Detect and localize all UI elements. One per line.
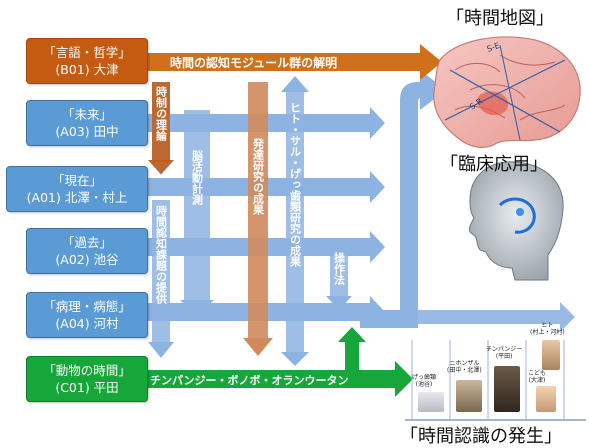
team-pathology[interactable]: 「病理・病態」 (A04) 河村 <box>26 292 148 338</box>
team-id: (A03) 田中 <box>55 124 119 139</box>
thumb-chimp <box>494 366 520 412</box>
label-manipulation: 操作法 <box>333 251 346 286</box>
label-child: こども(大津) <box>528 370 547 384</box>
team-name: 「病理・病態」 <box>43 299 131 314</box>
title-clinical: 「臨床応用」 <box>440 154 548 175</box>
team-id: (A04) 河村 <box>55 316 119 331</box>
team-name: 「過去」 <box>61 235 112 250</box>
label-tense-theory: 時制の理論 <box>155 85 168 142</box>
team-name: 「現在」 <box>51 173 102 188</box>
title-development: 「時間認識の発生」 <box>400 426 562 447</box>
svg-text:S-E: S-E <box>486 41 501 54</box>
vertical-bar-manipulation <box>330 248 348 296</box>
thumb-human <box>542 340 560 370</box>
thumb-child <box>536 386 556 412</box>
vertical-bar-development <box>248 82 268 340</box>
label-top-arrow: 時間の認知モジュール群の解明 <box>170 55 337 70</box>
label-brain-activity: 脳活動計測 <box>191 150 204 206</box>
team-future[interactable]: 「未来」 (A03) 田中 <box>26 100 148 146</box>
label-macaque: ニホンザル(田中・北澤) <box>447 360 482 374</box>
label-chimp: チンパンジー(平田) <box>486 346 523 360</box>
vertical-bar-species <box>286 90 304 352</box>
team-id: (A01) 北澤・村上 <box>26 190 128 205</box>
team-id: (C01) 平田 <box>55 380 119 395</box>
label-development-results: 発達研究の成果 <box>252 137 266 216</box>
label-task-provision: 時間認知課題の提供 <box>155 204 169 305</box>
title-time-map: 「時間地図」 <box>446 8 554 29</box>
vertical-bar-task <box>152 200 170 345</box>
team-id: (B01) 大津 <box>55 62 119 77</box>
team-id: (A02) 池谷 <box>55 252 119 267</box>
team-animal-time[interactable]: 「動物の時間」 (C01) 平田 <box>26 356 148 402</box>
vertical-bar-brain-activity <box>184 110 210 316</box>
thumb-rodent <box>418 392 444 412</box>
label-rodent: げっ歯類(池谷) <box>412 374 437 388</box>
label-human: ヒト(村上・河村) <box>530 322 565 336</box>
label-bottom-arrow: チンパンジー・ボノボ・オランウータン <box>150 373 349 387</box>
arrow-top-orange <box>148 44 442 80</box>
arrow-green-up <box>338 327 366 370</box>
team-language-philosophy[interactable]: 「言語・哲学」 (B01) 大津 <box>26 38 148 84</box>
team-past[interactable]: 「過去」 (A02) 池谷 <box>26 228 148 274</box>
thumb-macaque <box>456 380 482 412</box>
label-species-results: ヒト・サル・げっ歯類研究の成果 <box>289 102 303 268</box>
head-image <box>469 161 564 281</box>
evolution-chart <box>405 340 586 421</box>
arrow-to-clinical <box>385 302 575 332</box>
brain-image: S-E S-R <box>433 36 581 148</box>
vertical-arrow-tense <box>148 82 174 175</box>
team-name: 「動物の時間」 <box>43 363 131 378</box>
team-name: 「言語・哲学」 <box>43 45 131 60</box>
team-present[interactable]: 「現在」 (A01) 北澤・村上 <box>6 166 148 212</box>
team-name: 「未来」 <box>61 107 112 122</box>
time-map-big-arrow <box>360 70 446 328</box>
